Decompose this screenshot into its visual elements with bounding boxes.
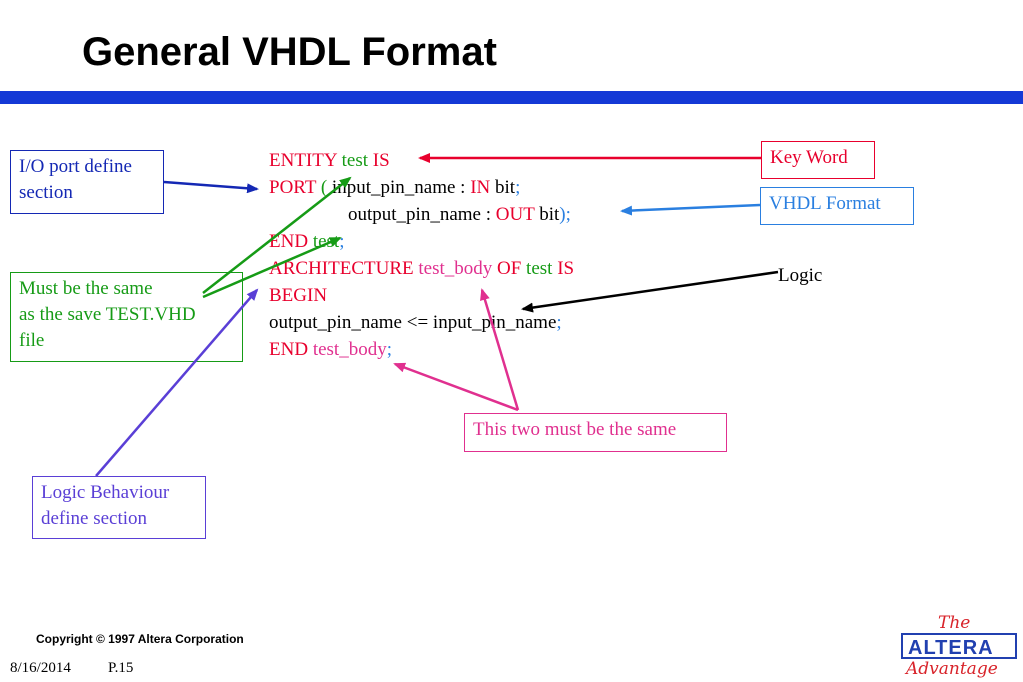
- code-token: END: [269, 339, 313, 360]
- logic-arrow: [521, 270, 779, 313]
- must-be-same-line2: as the save TEST.VHD: [19, 304, 196, 325]
- code-line-assignment: output_pin_name <= input_pin_name;: [269, 309, 562, 336]
- key-word-callout: Key Word: [761, 141, 875, 179]
- code-token: ;: [556, 312, 562, 333]
- code-token: ;: [386, 339, 392, 360]
- slide-title: General VHDL Format: [82, 30, 497, 74]
- vhdl-format-callout: VHDL Format: [760, 187, 914, 225]
- must-be-same-line3: file: [19, 330, 45, 351]
- code-line-port: PORT ( input_pin_name : IN bit;: [269, 174, 520, 201]
- code-line-entity: ENTITY test IS: [269, 147, 390, 174]
- code-token: test: [341, 150, 369, 171]
- slide-date: 8/16/2014: [10, 660, 71, 676]
- this-two-same-callout: This two must be the same: [464, 413, 727, 452]
- code-token: test: [526, 258, 553, 279]
- code-token: END: [269, 231, 313, 252]
- same-name-arrow-end: [202, 236, 342, 299]
- logo-advantage-text: Advantage: [904, 659, 998, 679]
- copyright-text: Copyright © 1997 Altera Corporation: [36, 632, 244, 646]
- code-token: OF: [492, 258, 527, 279]
- code-token: ;: [515, 177, 521, 198]
- code-token: ;: [339, 231, 345, 252]
- logic-behaviour-line1: Logic Behaviour: [41, 482, 170, 503]
- logic-behaviour-line2: define section: [41, 508, 148, 529]
- code-token: output_pin_name <= input_pin_name: [269, 312, 557, 333]
- same-body-arrow-end: [393, 362, 519, 412]
- same-name-arrow-entity: [202, 176, 352, 294]
- must-be-same-callout: Must be the same as the save TEST.VHD fi…: [10, 272, 243, 362]
- logo-the-text: The: [938, 613, 970, 633]
- altera-advantage-logo: The ALTERA Advantage: [901, 613, 1017, 679]
- code-token: IS: [368, 150, 390, 171]
- code-line-output-port: output_pin_name : OUT bit);: [348, 201, 571, 228]
- key-word-label: Key Word: [770, 147, 848, 168]
- code-token: bit: [534, 204, 560, 225]
- io-port-callout-line2: section: [19, 182, 73, 203]
- must-be-same-line1: Must be the same: [19, 278, 153, 299]
- code-token: input_pin_name :: [327, 177, 471, 198]
- code-token: IN: [470, 177, 491, 198]
- code-token: bit: [490, 177, 516, 198]
- code-token: test_body: [418, 258, 493, 279]
- code-token: ENTITY: [269, 150, 342, 171]
- logic-label: Logic: [778, 265, 823, 286]
- code-token: OUT: [495, 204, 535, 225]
- code-line-begin: BEGIN: [269, 282, 327, 309]
- io-port-callout: I/O port define section: [10, 150, 164, 214]
- vhdl-format-label: VHDL Format: [769, 193, 881, 214]
- logic-behaviour-arrow: [95, 288, 259, 477]
- code-token: ARCHITECTURE: [269, 258, 419, 279]
- vhdl-format-arrow: [620, 203, 761, 216]
- same-body-arrow-arch: [480, 288, 520, 411]
- logo-brand-text: ALTERA: [908, 637, 994, 659]
- code-token: IS: [552, 258, 575, 279]
- code-line-end-body: END test_body;: [269, 336, 392, 363]
- io-port-arrow: [163, 180, 259, 194]
- code-token: test_body: [312, 339, 387, 360]
- io-port-callout-line1: I/O port define: [19, 156, 132, 177]
- code-token: );: [559, 204, 571, 225]
- code-token: PORT: [269, 177, 321, 198]
- code-token: (: [320, 177, 328, 198]
- code-token: output_pin_name :: [348, 204, 496, 225]
- title-divider: [0, 91, 1023, 104]
- logic-behaviour-callout: Logic Behaviour define section: [32, 476, 206, 539]
- this-two-same-label: This two must be the same: [473, 419, 677, 440]
- code-line-architecture: ARCHITECTURE test_body OF test IS: [269, 255, 574, 282]
- code-token: BEGIN: [269, 285, 328, 306]
- page-number: P.15: [108, 660, 134, 676]
